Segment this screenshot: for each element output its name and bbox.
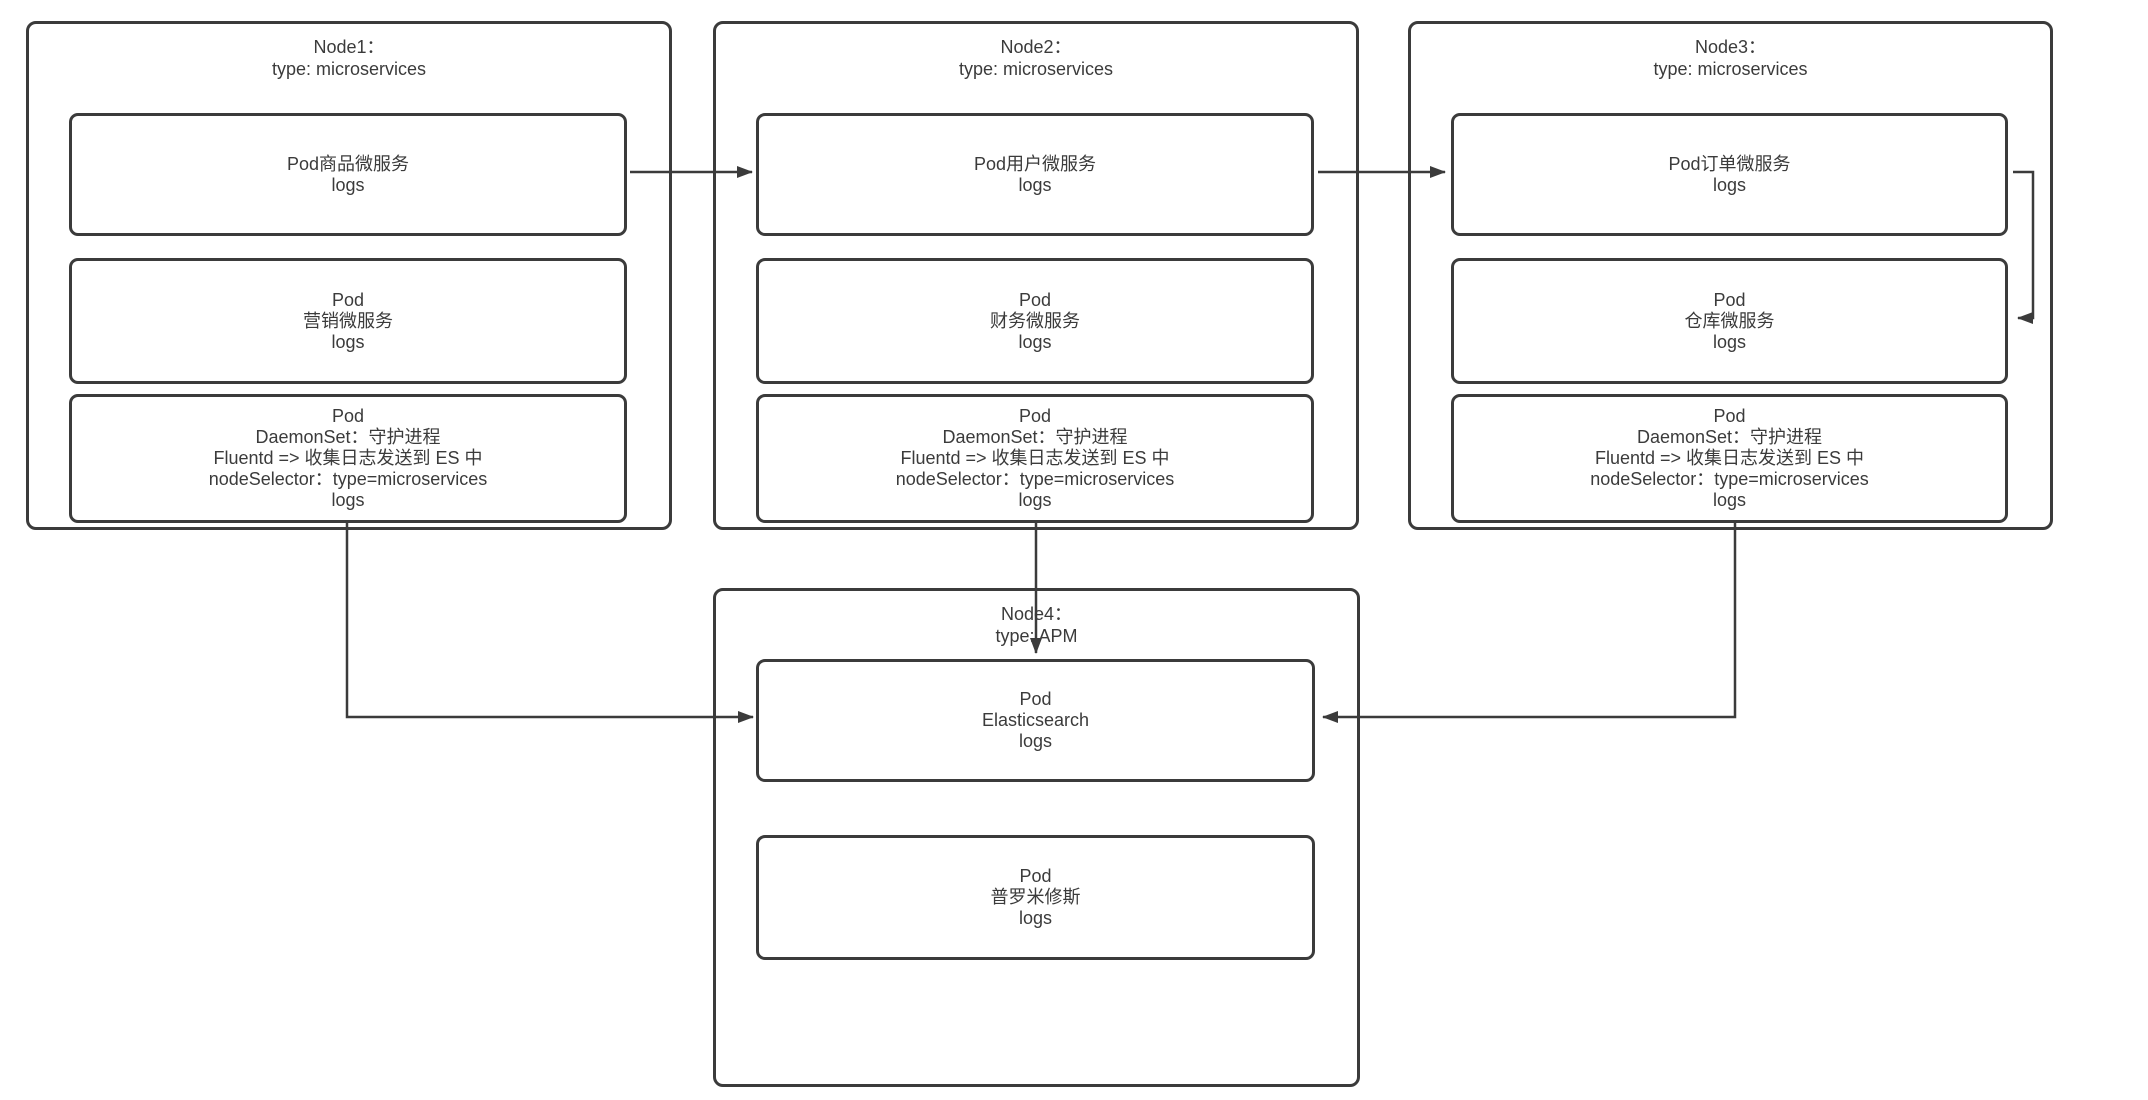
- pod-node3-warehouse: Pod 仓库微服务 logs: [1451, 258, 2008, 384]
- node-2-title: Node2： type: microservices: [716, 24, 1356, 80]
- pod-label: logs: [1712, 331, 1747, 352]
- pod-node3-daemonset: Pod DaemonSet：守护进程 Fluentd => 收集日志发送到 ES…: [1451, 394, 2008, 523]
- pod-label: DaemonSet：守护进程: [1636, 427, 1823, 447]
- node-1-title-line: Node1：: [313, 37, 385, 57]
- pod-label: Pod: [1713, 406, 1746, 426]
- node-1: Node1： type: microservices Pod商品微服务 logs…: [26, 21, 672, 530]
- pod-node4-prometheus: Pod 普罗米修斯 logs: [756, 835, 1315, 960]
- node-4: Node4： type: APM Pod Elasticsearch logs …: [713, 588, 1360, 1087]
- node-4-title: Node4： type: APM: [716, 591, 1357, 647]
- pod-label: Pod: [331, 289, 365, 310]
- pod-label: 财务微服务: [990, 310, 1080, 331]
- pod-label: Pod用户微服务: [973, 153, 1097, 174]
- pod-node2-daemonset: Pod DaemonSet：守护进程 Fluentd => 收集日志发送到 ES…: [756, 394, 1314, 523]
- node-4-type-line: type: APM: [995, 626, 1078, 646]
- pod-label: DaemonSet：守护进程: [942, 427, 1128, 447]
- pod-label: logs: [331, 174, 365, 195]
- node-1-type-line: type: microservices: [271, 59, 427, 79]
- pod-label: Fluentd => 收集日志发送到 ES 中: [1594, 448, 1865, 468]
- pod-node2-user: Pod用户微服务 logs: [756, 113, 1314, 236]
- pod-node1-daemonset: Pod DaemonSet：守护进程 Fluentd => 收集日志发送到 ES…: [69, 394, 627, 523]
- pod-node3-order: Pod订单微服务 logs: [1451, 113, 2008, 236]
- pod-label: DaemonSet：守护进程: [255, 427, 441, 447]
- pod-label: Pod: [1019, 866, 1052, 886]
- pod-label: logs: [1018, 490, 1052, 510]
- node-3-title: Node3： type: microservices: [1411, 24, 2050, 80]
- pod-node2-finance: Pod 财务微服务 logs: [756, 258, 1314, 384]
- pod-label: logs: [1712, 490, 1747, 510]
- pod-label: Pod: [1713, 289, 1746, 310]
- pod-label: Pod: [1018, 406, 1052, 426]
- node-3: Node3： type: microservices Pod订单微服务 logs…: [1408, 21, 2053, 530]
- pod-label: logs: [331, 490, 365, 510]
- pod-label: logs: [1018, 908, 1053, 928]
- node-1-title: Node1： type: microservices: [29, 24, 669, 80]
- pod-label: Pod: [331, 406, 365, 426]
- pod-label: nodeSelector：type=microservices: [895, 469, 1175, 489]
- pod-label: Pod商品微服务: [286, 153, 410, 174]
- node-3-title-line: Node3：: [1694, 37, 1767, 57]
- pod-label: logs: [1712, 174, 1747, 195]
- pod-label: 营销微服务: [303, 310, 393, 331]
- pod-label: Elasticsearch: [981, 710, 1090, 730]
- pod-label: nodeSelector：type=microservices: [1590, 469, 1869, 489]
- pod-node1-product: Pod商品微服务 logs: [69, 113, 627, 236]
- pod-label: logs: [1018, 331, 1052, 352]
- pod-label: 仓库微服务: [1684, 310, 1775, 331]
- pod-label: 普罗米修斯: [990, 887, 1081, 907]
- node-2-type-line: type: microservices: [958, 59, 1114, 79]
- arrow-node3-daemonset-to-elasticsearch: [1322, 520, 1737, 723]
- pod-label: logs: [1018, 174, 1052, 195]
- pod-node4-elasticsearch: Pod Elasticsearch logs: [756, 659, 1315, 782]
- pod-label: Fluentd => 收集日志发送到 ES 中: [213, 448, 483, 468]
- node-2-title-line: Node2：: [1000, 37, 1072, 57]
- arrow-node1-daemonset-to-elasticsearch: [345, 520, 754, 723]
- pod-label: Fluentd => 收集日志发送到 ES 中: [900, 448, 1170, 468]
- pod-label: Pod订单微服务: [1668, 153, 1791, 174]
- pod-label: Pod: [1019, 689, 1052, 709]
- node-3-type-line: type: microservices: [1653, 59, 1808, 79]
- pod-label: logs: [1018, 731, 1053, 751]
- pod-label: nodeSelector：type=microservices: [208, 469, 488, 489]
- pod-label: logs: [331, 331, 365, 352]
- node-4-title-line: Node4：: [1000, 604, 1073, 624]
- pod-label: Pod: [1018, 289, 1052, 310]
- pod-node1-marketing: Pod 营销微服务 logs: [69, 258, 627, 384]
- node-2: Node2： type: microservices Pod用户微服务 logs…: [713, 21, 1359, 530]
